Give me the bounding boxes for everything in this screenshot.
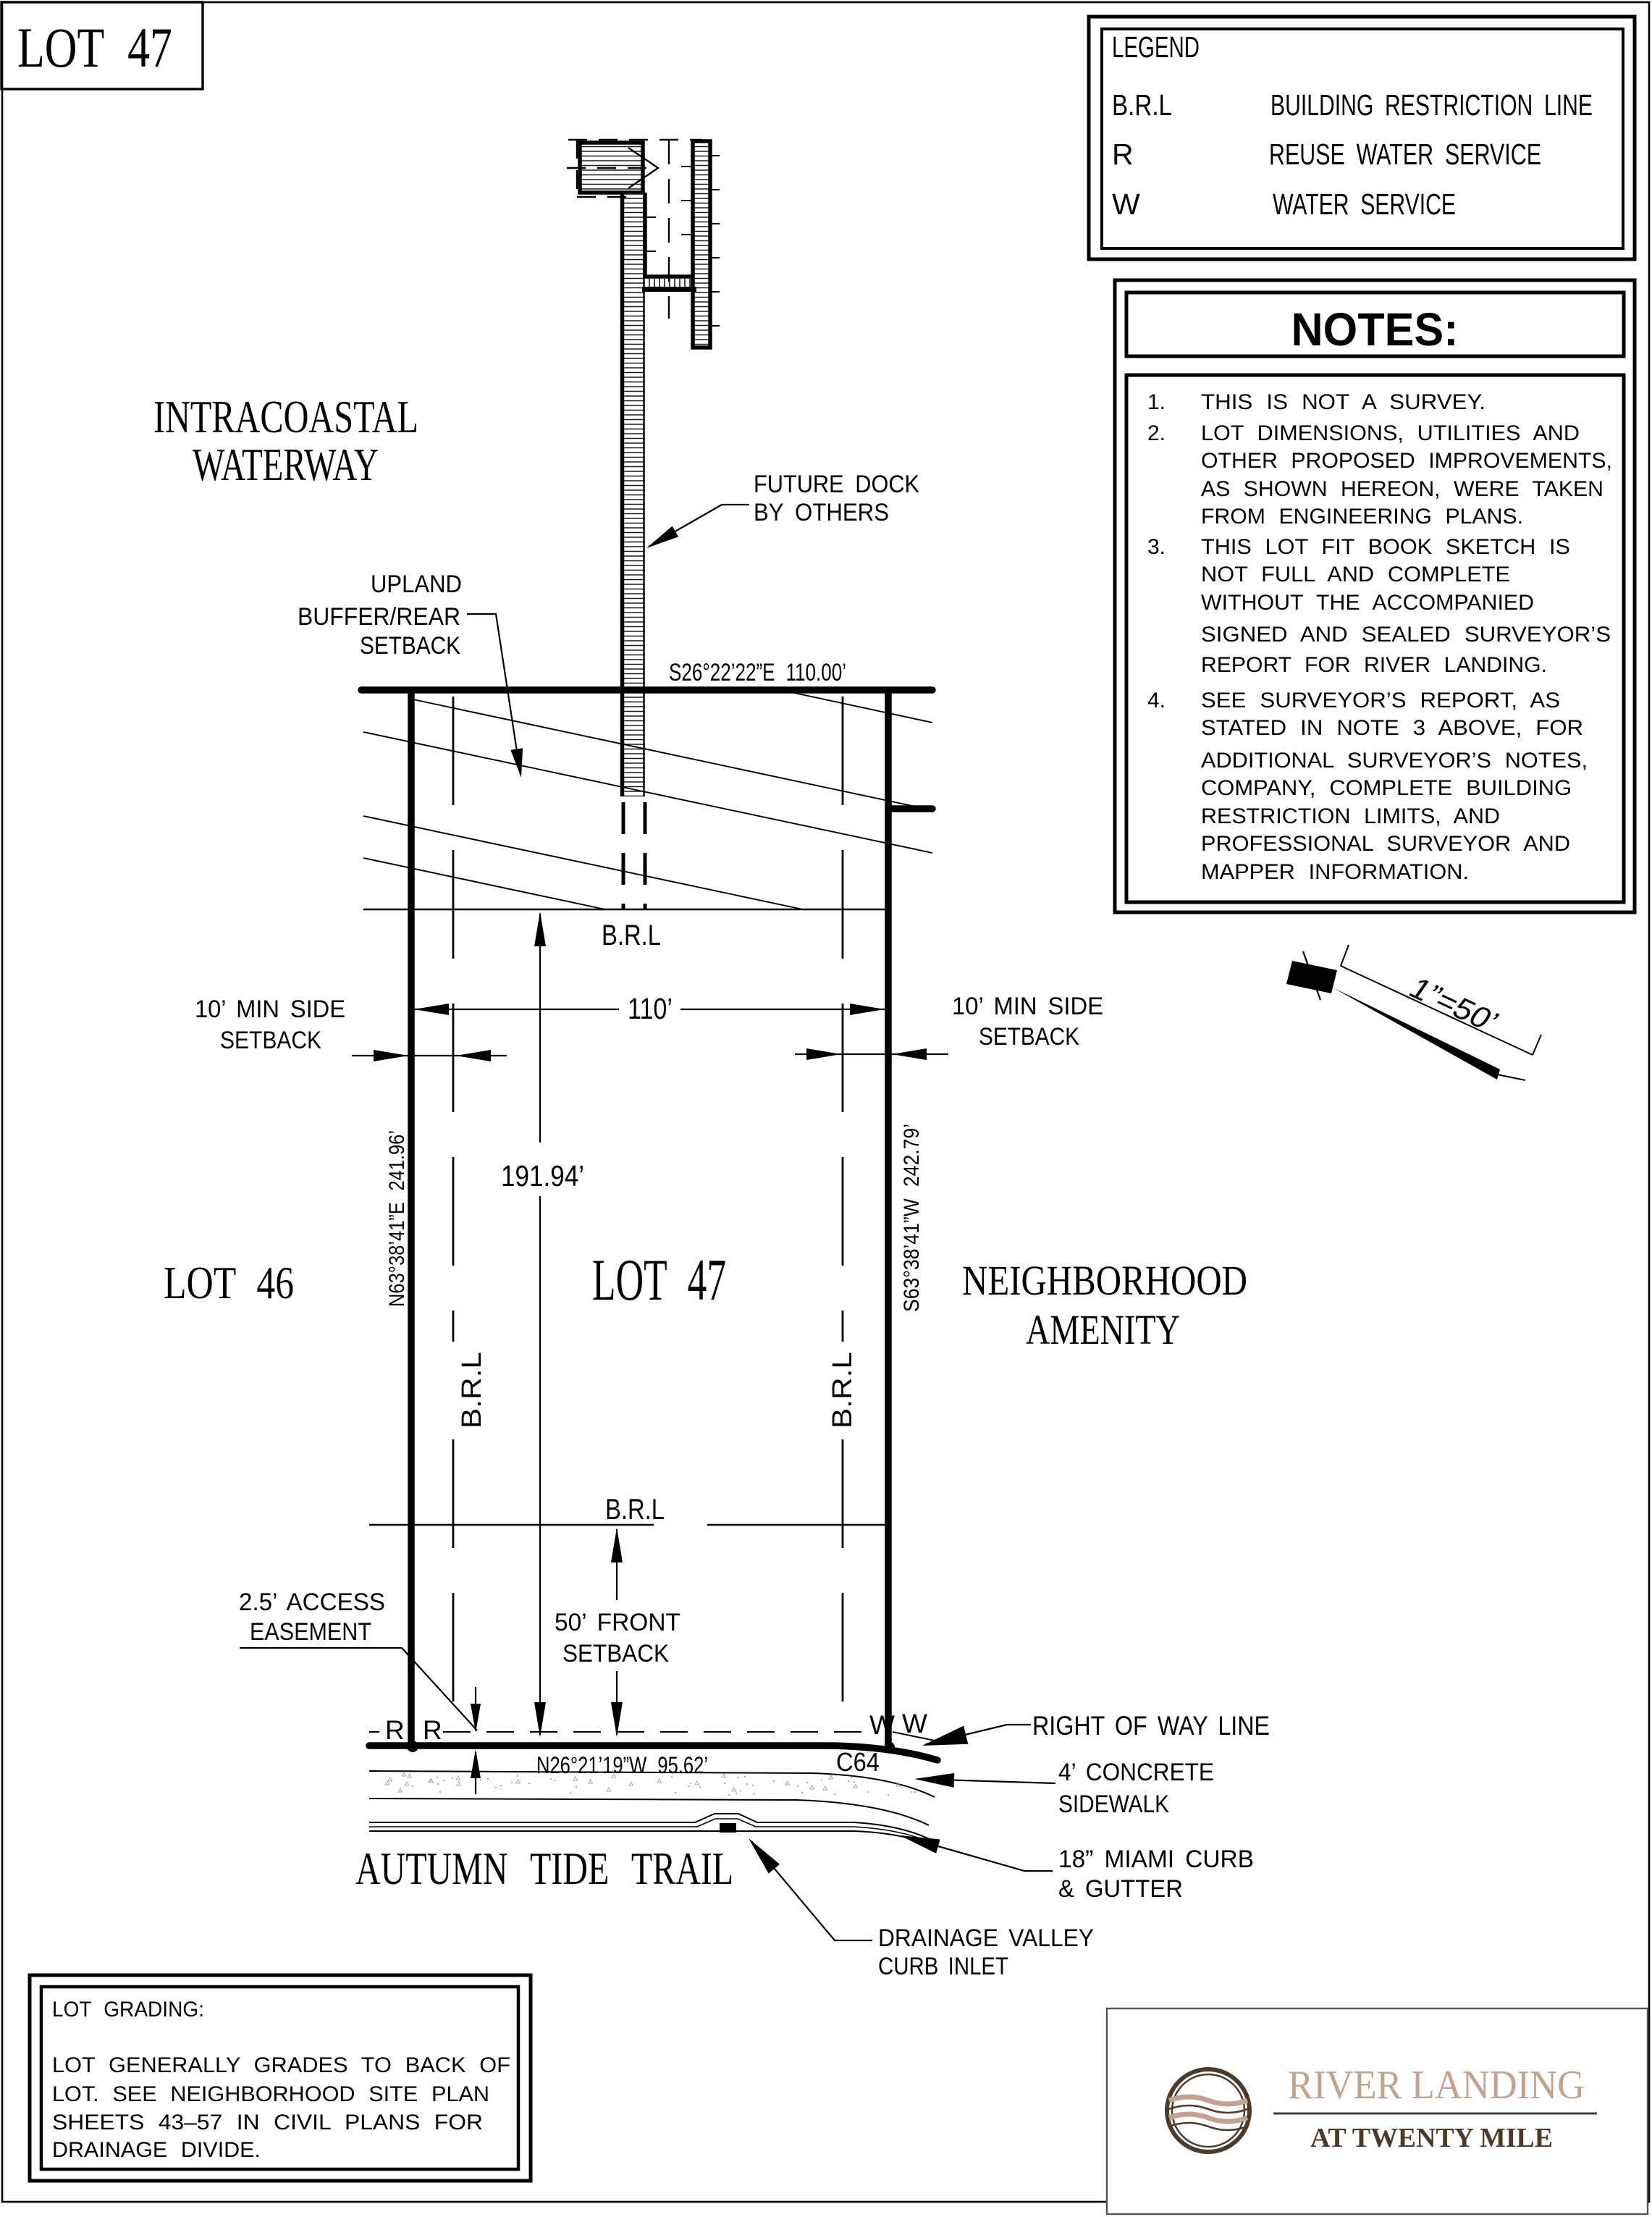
svg-text:10’ MIN SIDE: 10’ MIN SIDE — [952, 993, 1103, 1020]
svg-text:AT TWENTY MILE: AT TWENTY MILE — [1310, 2123, 1553, 2153]
svg-text:WITHOUT THE ACCOMPANIED: WITHOUT THE ACCOMPANIED — [1201, 591, 1534, 615]
svg-text:COMPANY, COMPLETE BUILDING: COMPANY, COMPLETE BUILDING — [1201, 776, 1572, 800]
svg-text:R: R — [423, 1715, 442, 1745]
svg-text:BY OTHERS: BY OTHERS — [754, 499, 889, 526]
svg-text:LOT 47: LOT 47 — [17, 16, 172, 79]
svg-text:18” MIAMI CURB: 18” MIAMI CURB — [1058, 1846, 1254, 1873]
svg-text:B.R.L: B.R.L — [457, 1352, 487, 1429]
svg-text:NOTES:: NOTES: — [1291, 303, 1459, 356]
svg-text:AMENITY: AMENITY — [1026, 1306, 1180, 1353]
svg-text:R: R — [1112, 138, 1134, 171]
svg-text:PROFESSIONAL SURVEYOR AND: PROFESSIONAL SURVEYOR AND — [1201, 832, 1570, 856]
svg-text:SHEETS 43–57 IN CIVIL PLANS FO: SHEETS 43–57 IN CIVIL PLANS FOR — [52, 2111, 483, 2134]
svg-text:1.: 1. — [1147, 390, 1166, 414]
svg-text:NEIGHBORHOOD: NEIGHBORHOOD — [962, 1257, 1247, 1304]
svg-text:RIGHT OF WAY LINE: RIGHT OF WAY LINE — [1032, 1711, 1270, 1741]
svg-text:B.R.L: B.R.L — [827, 1352, 858, 1429]
svg-text:N26°21’19”W 95.62’: N26°21’19”W 95.62’ — [536, 1752, 708, 1778]
svg-text:ADDITIONAL SURVEYOR’S NOTES,: ADDITIONAL SURVEYOR’S NOTES, — [1201, 749, 1588, 773]
svg-text:OTHER PROPOSED IMPROVEMENTS,: OTHER PROPOSED IMPROVEMENTS, — [1201, 449, 1612, 473]
svg-text:3.: 3. — [1147, 535, 1166, 559]
svg-text:THIS LOT FIT BOOK SKETCH IS: THIS LOT FIT BOOK SKETCH IS — [1201, 535, 1570, 559]
svg-text:10’ MIN SIDE: 10’ MIN SIDE — [195, 996, 345, 1023]
svg-text:WATERWAY: WATERWAY — [193, 439, 379, 490]
svg-text:REUSE WATER SERVICE: REUSE WATER SERVICE — [1269, 138, 1541, 171]
svg-text:W: W — [869, 1710, 895, 1740]
svg-text:191.94’: 191.94’ — [501, 1159, 584, 1192]
svg-text:DRAINAGE DIVIDE.: DRAINAGE DIVIDE. — [52, 2138, 261, 2162]
svg-text:LOT DIMENSIONS, UTILITIES AND: LOT DIMENSIONS, UTILITIES AND — [1201, 421, 1580, 445]
svg-text:FROM ENGINEERING PLANS.: FROM ENGINEERING PLANS. — [1201, 505, 1523, 529]
svg-text:RESTRICTION LIMITS, AND: RESTRICTION LIMITS, AND — [1201, 804, 1500, 828]
svg-text:R: R — [385, 1715, 405, 1745]
svg-text:S63°38’41”W 242.79’: S63°38’41”W 242.79’ — [900, 1124, 924, 1312]
svg-text:SETBACK: SETBACK — [979, 1023, 1079, 1051]
svg-text:INTRACOASTAL: INTRACOASTAL — [153, 392, 418, 442]
svg-text:NOT FULL AND COMPLETE: NOT FULL AND COMPLETE — [1201, 563, 1510, 586]
svg-text:DRAINAGE VALLEY: DRAINAGE VALLEY — [878, 1924, 1094, 1952]
svg-text:LOT 47: LOT 47 — [592, 1247, 726, 1313]
svg-text:REPORT FOR RIVER LANDING.: REPORT FOR RIVER LANDING. — [1201, 653, 1547, 677]
svg-text:W: W — [1112, 188, 1140, 221]
svg-text:SEE SURVEYOR’S REPORT, AS: SEE SURVEYOR’S REPORT, AS — [1201, 689, 1560, 712]
svg-text:CURB INLET: CURB INLET — [878, 1953, 1008, 1980]
svg-text:STATED IN NOTE 3 ABOVE, FOR: STATED IN NOTE 3 ABOVE, FOR — [1201, 716, 1583, 740]
svg-text:AS SHOWN HEREON, WERE TAKEN: AS SHOWN HEREON, WERE TAKEN — [1201, 477, 1603, 501]
svg-text:W: W — [902, 1709, 927, 1738]
svg-text:BUFFER/REAR: BUFFER/REAR — [298, 603, 460, 631]
svg-text:& GUTTER: & GUTTER — [1058, 1875, 1183, 1903]
svg-text:BUILDING RESTRICTION LINE: BUILDING RESTRICTION LINE — [1270, 88, 1593, 122]
svg-text:LOT 46: LOT 46 — [164, 1257, 294, 1308]
svg-text:S26°22’22”E 110.00’: S26°22’22”E 110.00’ — [669, 659, 846, 686]
svg-text:B.R.L: B.R.L — [602, 920, 661, 951]
svg-text:THIS IS NOT A SURVEY.: THIS IS NOT A SURVEY. — [1201, 390, 1485, 414]
svg-text:2.5’ ACCESS: 2.5’ ACCESS — [239, 1589, 385, 1616]
svg-text:50’ FRONT: 50’ FRONT — [555, 1609, 680, 1636]
svg-text:N63°38’41”E 241.96’: N63°38’41”E 241.96’ — [385, 1130, 409, 1307]
svg-text:LOT GRADING:: LOT GRADING: — [52, 1998, 204, 2022]
svg-text:MAPPER INFORMATION.: MAPPER INFORMATION. — [1201, 860, 1469, 884]
svg-text:B.R.L: B.R.L — [605, 1494, 665, 1526]
svg-text:LEGEND: LEGEND — [1112, 30, 1200, 64]
svg-text:FUTURE DOCK: FUTURE DOCK — [754, 471, 919, 498]
svg-text:2.: 2. — [1147, 421, 1166, 445]
svg-text:4’ CONCRETE: 4’ CONCRETE — [1058, 1759, 1214, 1786]
svg-text:UPLAND: UPLAND — [371, 571, 462, 598]
svg-text:B.R.L: B.R.L — [1112, 88, 1172, 122]
svg-text:SETBACK: SETBACK — [562, 1640, 669, 1667]
svg-text:LOT GENERALLY GRADES TO BACK O: LOT GENERALLY GRADES TO BACK OF — [52, 2053, 510, 2077]
svg-text:4.: 4. — [1147, 689, 1166, 712]
svg-text:WATER SERVICE: WATER SERVICE — [1273, 188, 1456, 221]
svg-text:SETBACK: SETBACK — [360, 632, 460, 660]
svg-text:SIGNED AND SEALED SURVEYOR’S: SIGNED AND SEALED SURVEYOR’S — [1201, 623, 1611, 647]
svg-text:C64: C64 — [836, 1747, 880, 1777]
svg-text:SETBACK: SETBACK — [220, 1027, 321, 1054]
svg-text:AUTUMN TIDE TRAIL: AUTUMN TIDE TRAIL — [355, 1843, 733, 1894]
svg-text:EASEMENT: EASEMENT — [250, 1618, 371, 1646]
svg-text:LOT. SEE NEIGHBORHOOD SITE PLA: LOT. SEE NEIGHBORHOOD SITE PLAN — [52, 2082, 489, 2106]
svg-text:RIVER LANDING: RIVER LANDING — [1288, 2063, 1585, 2108]
svg-text:110’: 110’ — [628, 992, 673, 1025]
svg-text:SIDEWALK: SIDEWALK — [1058, 1791, 1169, 1818]
